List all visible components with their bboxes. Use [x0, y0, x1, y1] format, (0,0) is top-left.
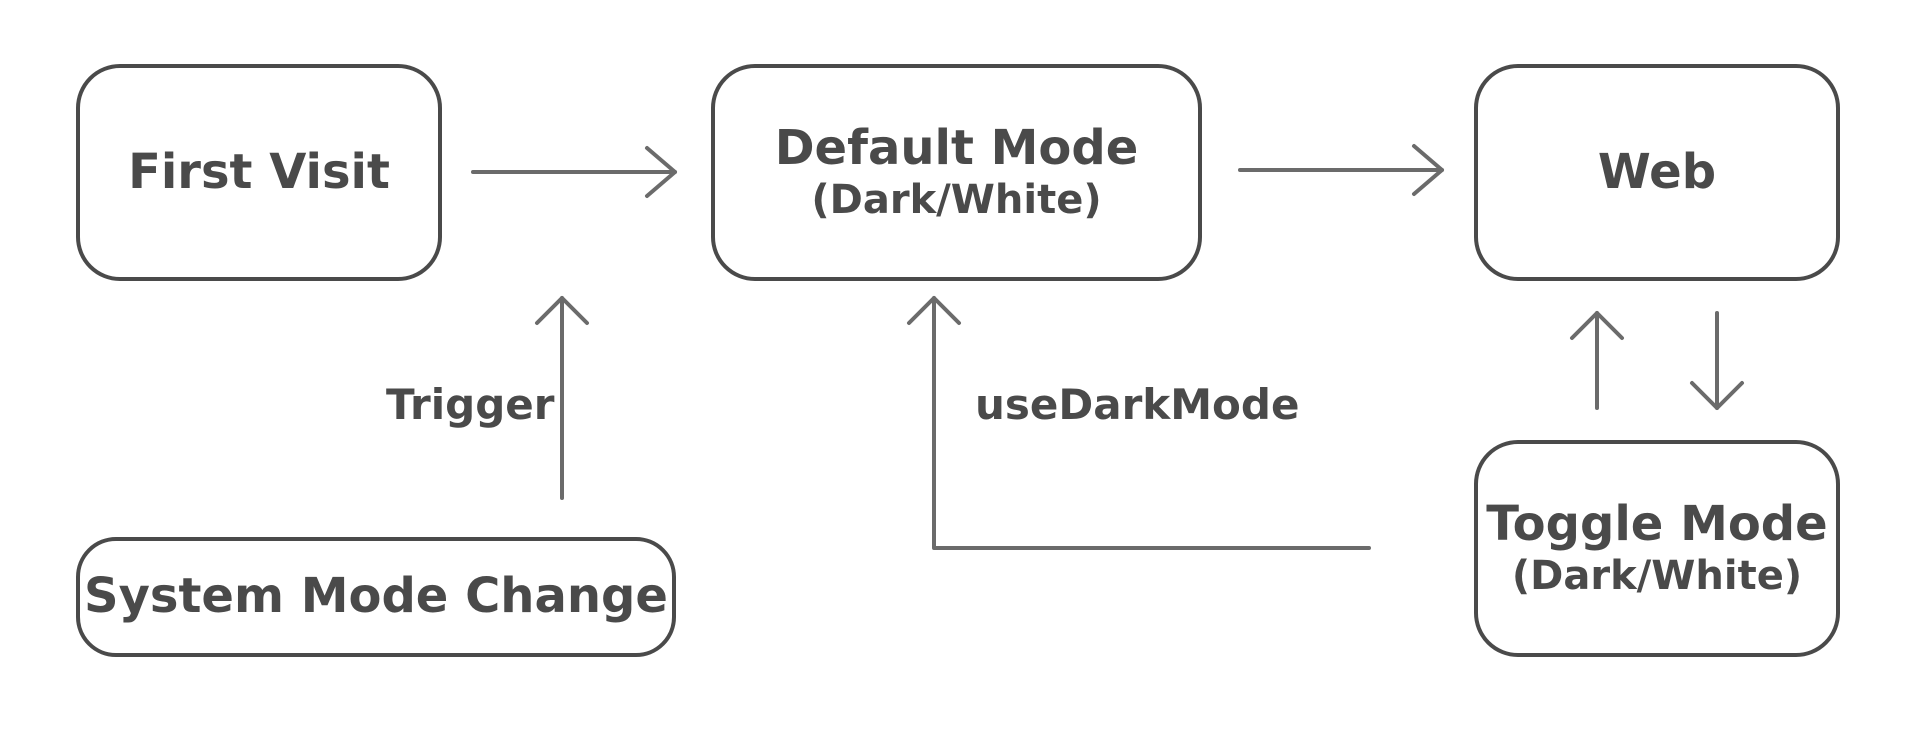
node-default-mode: Default Mode (Dark/White)	[711, 64, 1202, 281]
arrow-toggle-mode-to-web	[1570, 311, 1624, 410]
node-toggle-mode: Toggle Mode (Dark/White)	[1474, 440, 1840, 657]
node-web-title: Web	[1597, 143, 1717, 200]
node-web: Web	[1474, 64, 1840, 281]
node-first-visit-title: First Visit	[128, 143, 390, 200]
edge-label-use-dark-mode: useDarkMode	[975, 380, 1300, 429]
node-system-mode-change-title: System Mode Change	[84, 568, 668, 625]
node-default-mode-subtitle: (Dark/White)	[811, 177, 1102, 224]
edge-label-trigger: Trigger	[386, 380, 555, 429]
node-toggle-mode-title: Toggle Mode	[1486, 495, 1828, 552]
node-system-mode-change: System Mode Change	[76, 537, 676, 657]
arrow-web-to-toggle-mode	[1690, 311, 1744, 410]
arrow-toggle-mode-to-default-mode	[907, 296, 1371, 550]
node-toggle-mode-subtitle: (Dark/White)	[1511, 553, 1803, 600]
arrow-first-visit-to-default-mode	[471, 146, 677, 198]
node-first-visit: First Visit	[76, 64, 442, 281]
node-default-mode-title: Default Mode	[774, 119, 1139, 176]
arrow-default-mode-to-web	[1238, 144, 1444, 196]
arrow-system-mode-change-up	[535, 296, 589, 500]
